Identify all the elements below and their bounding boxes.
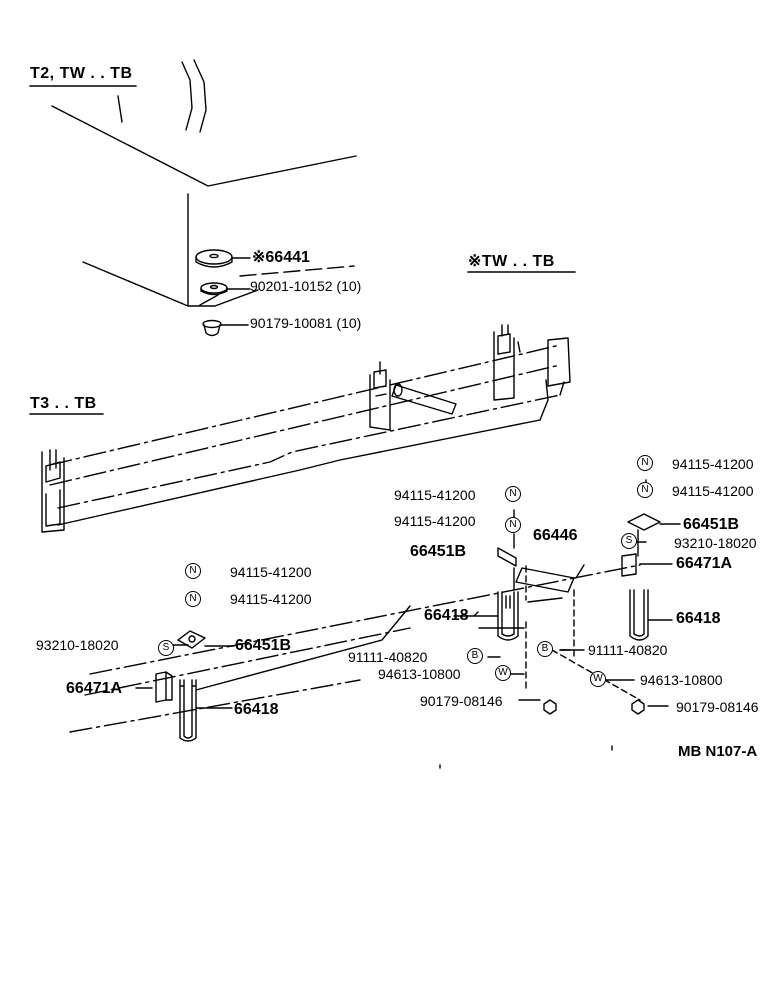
label-66441: ※66441 [252,249,310,266]
label-right-94115-41200-1: 94115-41200 [672,456,754,472]
label-mid-90179-08146: 90179-08146 [420,693,503,709]
figure-code: MB N107-A [678,743,758,760]
nut-symbol-left-2: N [185,591,201,607]
label-left-94115-41200-1: 94115-41200 [230,564,312,580]
label-right-93210-18020: 93210-18020 [674,535,757,551]
spring-washer-symbol-right: S [621,533,637,549]
lower-frame-rail [69,564,641,769]
right-hardware-group [551,479,681,715]
label-mid-66451B: 66451B [410,543,467,560]
header-t3-tb: T3 . . TB [30,395,97,412]
bolt-symbol-right: B [537,641,553,657]
header-t2-tw-tb: T2, TW . . TB [30,65,133,82]
label-mid-94115-41200-2: 94115-41200 [394,513,476,529]
label-90179-10081: 90179-10081 (10) [250,315,362,331]
upper-frame-rail [41,324,571,533]
bolt-symbol-mid: B [467,648,483,664]
washer-symbol-mid: W [495,665,511,681]
left-hardware-group [135,630,235,742]
nut-symbol-right-2: N [637,482,653,498]
label-left-66451B: 66451B [235,637,292,654]
label-left-93210-18020: 93210-18020 [36,637,119,653]
label-mid-94613-10800: 94613-10800 [378,666,461,682]
nut-symbol-mid-1: N [505,486,521,502]
label-mid-91111-40820: 91111-40820 [348,649,428,665]
label-right-66451B: 66451B [683,516,740,533]
label-left-94115-41200-2: 94115-41200 [230,591,312,607]
middle-hardware-group [453,509,585,715]
label-left-66471A: 66471A [66,680,123,697]
nut-symbol-left-1: N [185,563,201,579]
truck-bed-body [51,59,357,307]
label-mid-66418: 66418 [424,607,469,624]
label-90201-10152: 90201-10152 (10) [250,278,362,294]
label-right-66418: 66418 [676,610,721,627]
label-right-91111-40820: 91111-40820 [588,642,668,658]
label-mid-94115-41200-1: 94115-41200 [394,487,476,503]
label-left-66418: 66418 [234,701,279,718]
label-mid-66446: 66446 [533,527,578,544]
bumper-pad-parts [195,249,355,337]
label-right-90179-08146: 90179-08146 [676,699,759,715]
nut-symbol-right-1: N [637,455,653,471]
label-right-94115-41200-2: 94115-41200 [672,483,754,499]
label-right-66471A: 66471A [676,555,733,572]
spring-washer-symbol-left: S [158,640,174,656]
label-right-94613-10800: 94613-10800 [640,672,723,688]
header-tw-tb: ※TW . . TB [468,253,555,270]
washer-symbol-right: W [590,671,606,687]
nut-symbol-mid-2: N [505,517,521,533]
